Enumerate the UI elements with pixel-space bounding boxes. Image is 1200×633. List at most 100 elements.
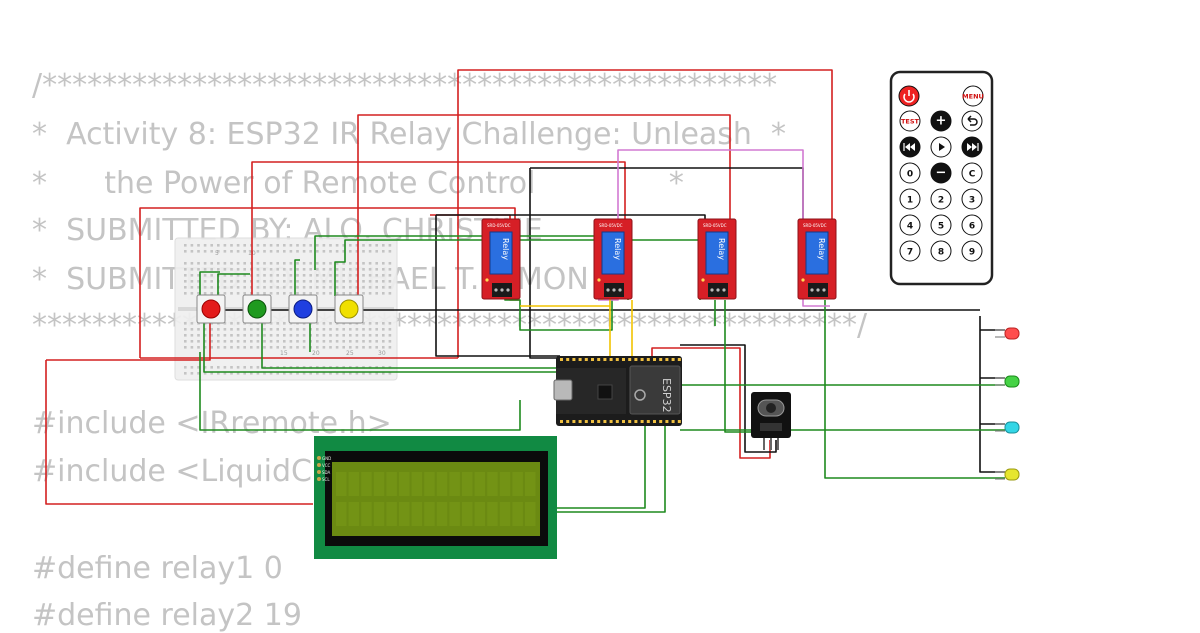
- remote-keypad: MENU TEST +0− C 1 2 3 4 5 6 7 8 9: [898, 85, 984, 262]
- remote-button-label: TEST: [901, 118, 920, 126]
- wire-red: [457, 69, 833, 358]
- remote-button-key-C[interactable]: C: [961, 162, 983, 184]
- wire-red: [45, 360, 313, 505]
- remote-button-label: 6: [969, 222, 975, 232]
- remote-button-key-6[interactable]: 6: [961, 214, 983, 236]
- led-red[interactable]: [995, 327, 1020, 340]
- code-line: * the Power of Remote Control *: [32, 166, 684, 201]
- remote-button-key-9[interactable]: 9: [961, 240, 983, 262]
- remote-button-key-7[interactable]: 7: [899, 240, 921, 262]
- relay-header-label: SRD-05VDC: [703, 223, 727, 228]
- remote-button-key-−[interactable]: −: [930, 162, 952, 184]
- remote-button-key-MENU[interactable]: MENU: [962, 85, 984, 107]
- breadboard-col-label: 30: [378, 350, 386, 357]
- remote-button-label: −: [936, 166, 947, 181]
- remote-button-play[interactable]: [930, 136, 952, 158]
- esp32-pins: [560, 358, 681, 423]
- remote-button-key-TEST[interactable]: TEST: [899, 110, 921, 132]
- wire-green: [724, 300, 760, 433]
- lcd-display[interactable]: GND VCC SDA SCL: [314, 436, 557, 559]
- wire-green: [217, 273, 250, 296]
- wire-red: [357, 114, 731, 296]
- remote-button-label: MENU: [962, 93, 984, 101]
- remote-button-label: 1: [907, 196, 913, 206]
- wire-green: [203, 320, 565, 373]
- chip: [597, 384, 613, 400]
- ir-remote[interactable]: MENU TEST +0− C 1 2 3 4 5 6 7 8 9: [889, 70, 994, 286]
- play-icon: [939, 143, 945, 151]
- breadboard-col-label: 25: [346, 350, 354, 357]
- relay-label: Relay: [613, 238, 622, 260]
- led-green[interactable]: [995, 375, 1020, 388]
- led-cyan[interactable]: [995, 421, 1020, 434]
- push-button-red[interactable]: [196, 294, 226, 324]
- wires: [45, 69, 1005, 513]
- remote-button-label: 7: [907, 248, 913, 258]
- lcd-character-grid: [336, 472, 536, 526]
- remote-button-power[interactable]: [898, 85, 920, 107]
- relay-modules: SRD-05VDCRelaySRD-05VDCRelaySRD-05VDCRel…: [481, 218, 837, 300]
- wire-black: [530, 167, 804, 222]
- push-button-blue[interactable]: [288, 294, 318, 324]
- relay-header-label: SRD-05VDC: [487, 223, 511, 228]
- remote-button-key-2[interactable]: 2: [930, 188, 952, 210]
- remote-button-forward[interactable]: [961, 136, 983, 158]
- ir-receiver[interactable]: [751, 392, 791, 450]
- remote-button-label: 4: [907, 222, 913, 232]
- wire-black: [435, 215, 560, 357]
- remote-button-key-4[interactable]: 4: [899, 214, 921, 236]
- lcd-pin-label: SCL: [322, 477, 330, 482]
- remote-button-key-8[interactable]: 8: [930, 240, 952, 262]
- remote-button-back[interactable]: [961, 110, 983, 132]
- remote-button-key-5[interactable]: 5: [930, 214, 952, 236]
- remote-button-label: 3: [969, 196, 975, 206]
- code-line: #include <IRremote.h>: [32, 406, 392, 441]
- relay-indicator-icon: [801, 278, 805, 282]
- remote-button-key-0[interactable]: 0: [899, 162, 921, 184]
- push-button-green[interactable]: [242, 294, 272, 324]
- code-line: ****************************************…: [32, 308, 868, 343]
- remote-button-label: C: [969, 170, 976, 180]
- remote-button-label: 5: [938, 222, 944, 232]
- breadboard-col-label: 15: [280, 350, 288, 357]
- breadboard-col-label: 20: [312, 350, 320, 357]
- led-yellow[interactable]: [995, 468, 1020, 481]
- push-button-yellow[interactable]: [334, 294, 364, 324]
- relay-label: Relay: [501, 238, 510, 260]
- remote-button-key-+[interactable]: +: [930, 110, 952, 132]
- remote-button-label: +: [936, 114, 947, 129]
- code-line: #define relay1 0: [32, 551, 283, 586]
- esp32-board[interactable]: ESP32: [553, 356, 682, 426]
- remote-button-key-1[interactable]: 1: [899, 188, 921, 210]
- remote-button-label: 2: [938, 196, 944, 206]
- wire-red: [46, 320, 211, 361]
- relay-label: Relay: [717, 238, 726, 260]
- wire-green: [294, 259, 300, 296]
- espressif-logo-icon: [634, 389, 646, 401]
- wire-red: [651, 347, 771, 459]
- power-icon: [903, 90, 915, 103]
- relay-module-3[interactable]: SRD-05VDC Relay: [697, 218, 737, 300]
- forward-icon: [967, 143, 979, 151]
- esp32-shield: [629, 365, 681, 415]
- breadboard-col-label: 5: [215, 250, 219, 257]
- wire-black: [436, 214, 706, 222]
- relay-indicator-icon: [597, 278, 601, 282]
- rewind-icon: [903, 143, 915, 151]
- usb-port: [553, 379, 573, 401]
- wire-green: [261, 320, 570, 369]
- lcd-pin-label: GND: [322, 456, 331, 461]
- relay-module-1[interactable]: SRD-05VDC Relay: [481, 218, 521, 300]
- lcd-pin-label: VCC: [322, 463, 331, 468]
- remote-button-rewind[interactable]: [899, 136, 921, 158]
- remote-button-key-3[interactable]: 3: [961, 188, 983, 210]
- relay-indicator-icon: [485, 278, 489, 282]
- lcd-pins: [317, 456, 321, 481]
- wire-green: [199, 271, 220, 296]
- wire-violet: [617, 149, 830, 307]
- remote-button-label: 8: [938, 248, 944, 258]
